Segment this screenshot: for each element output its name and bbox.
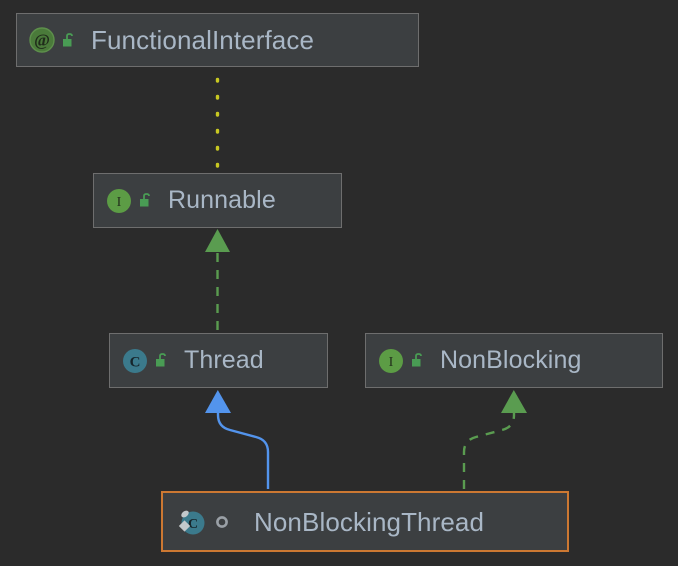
edge-implements-runnable[interactable]: [205, 229, 230, 330]
class-c-icon: C: [123, 348, 147, 373]
svg-text:I: I: [117, 195, 122, 210]
node-icon-group: C: [163, 506, 232, 538]
public-unlocked-padlock-icon: [412, 353, 422, 367]
node-icon-group: I: [94, 188, 154, 214]
public-unlocked-padlock-icon: [156, 353, 166, 367]
annotation-at-icon: @: [29, 27, 55, 53]
class-node-label: Runnable: [168, 186, 276, 214]
class-node-label: NonBlockingThread: [254, 506, 485, 537]
package-private-circle-icon: [216, 515, 228, 528]
arrowhead-triangle-blue: [205, 390, 231, 413]
public-unlocked-padlock-icon: [63, 32, 73, 46]
arrowhead-triangle-green-2: [501, 390, 527, 413]
arrowhead-triangle-green: [205, 229, 230, 252]
class-node-label: FunctionalInterface: [91, 25, 315, 55]
public-unlocked-padlock-icon: [140, 193, 150, 207]
svg-text:C: C: [188, 517, 198, 532]
class-node-thread[interactable]: C Thread: [109, 333, 328, 388]
svg-text:@: @: [34, 31, 50, 50]
interface-i-icon: I: [379, 348, 403, 373]
class-node-functional-interface[interactable]: @ FunctionalInterface: [16, 13, 419, 67]
edge-extends-thread[interactable]: [205, 390, 270, 489]
svg-text:I: I: [389, 355, 394, 370]
svg-text:C: C: [130, 354, 141, 370]
edge-implements-nonblocking-line: [462, 406, 516, 489]
interface-i-icon: I: [107, 188, 131, 213]
edge-extends-thread-line: [216, 406, 270, 489]
node-icon-group: C: [110, 348, 170, 374]
class-node-nonblocking[interactable]: I NonBlocking: [365, 333, 663, 388]
class-node-label: Thread: [184, 346, 264, 374]
class-c-sparkle-icon: C: [178, 510, 205, 534]
class-node-nonblockingthread[interactable]: C NonBlockingThread: [161, 491, 569, 552]
class-node-runnable[interactable]: I Runnable: [93, 173, 342, 228]
edge-implements-nonblocking[interactable]: [462, 390, 527, 489]
class-node-label: NonBlocking: [440, 346, 582, 374]
node-icon-group: @: [17, 27, 77, 53]
node-icon-group: I: [366, 348, 426, 374]
